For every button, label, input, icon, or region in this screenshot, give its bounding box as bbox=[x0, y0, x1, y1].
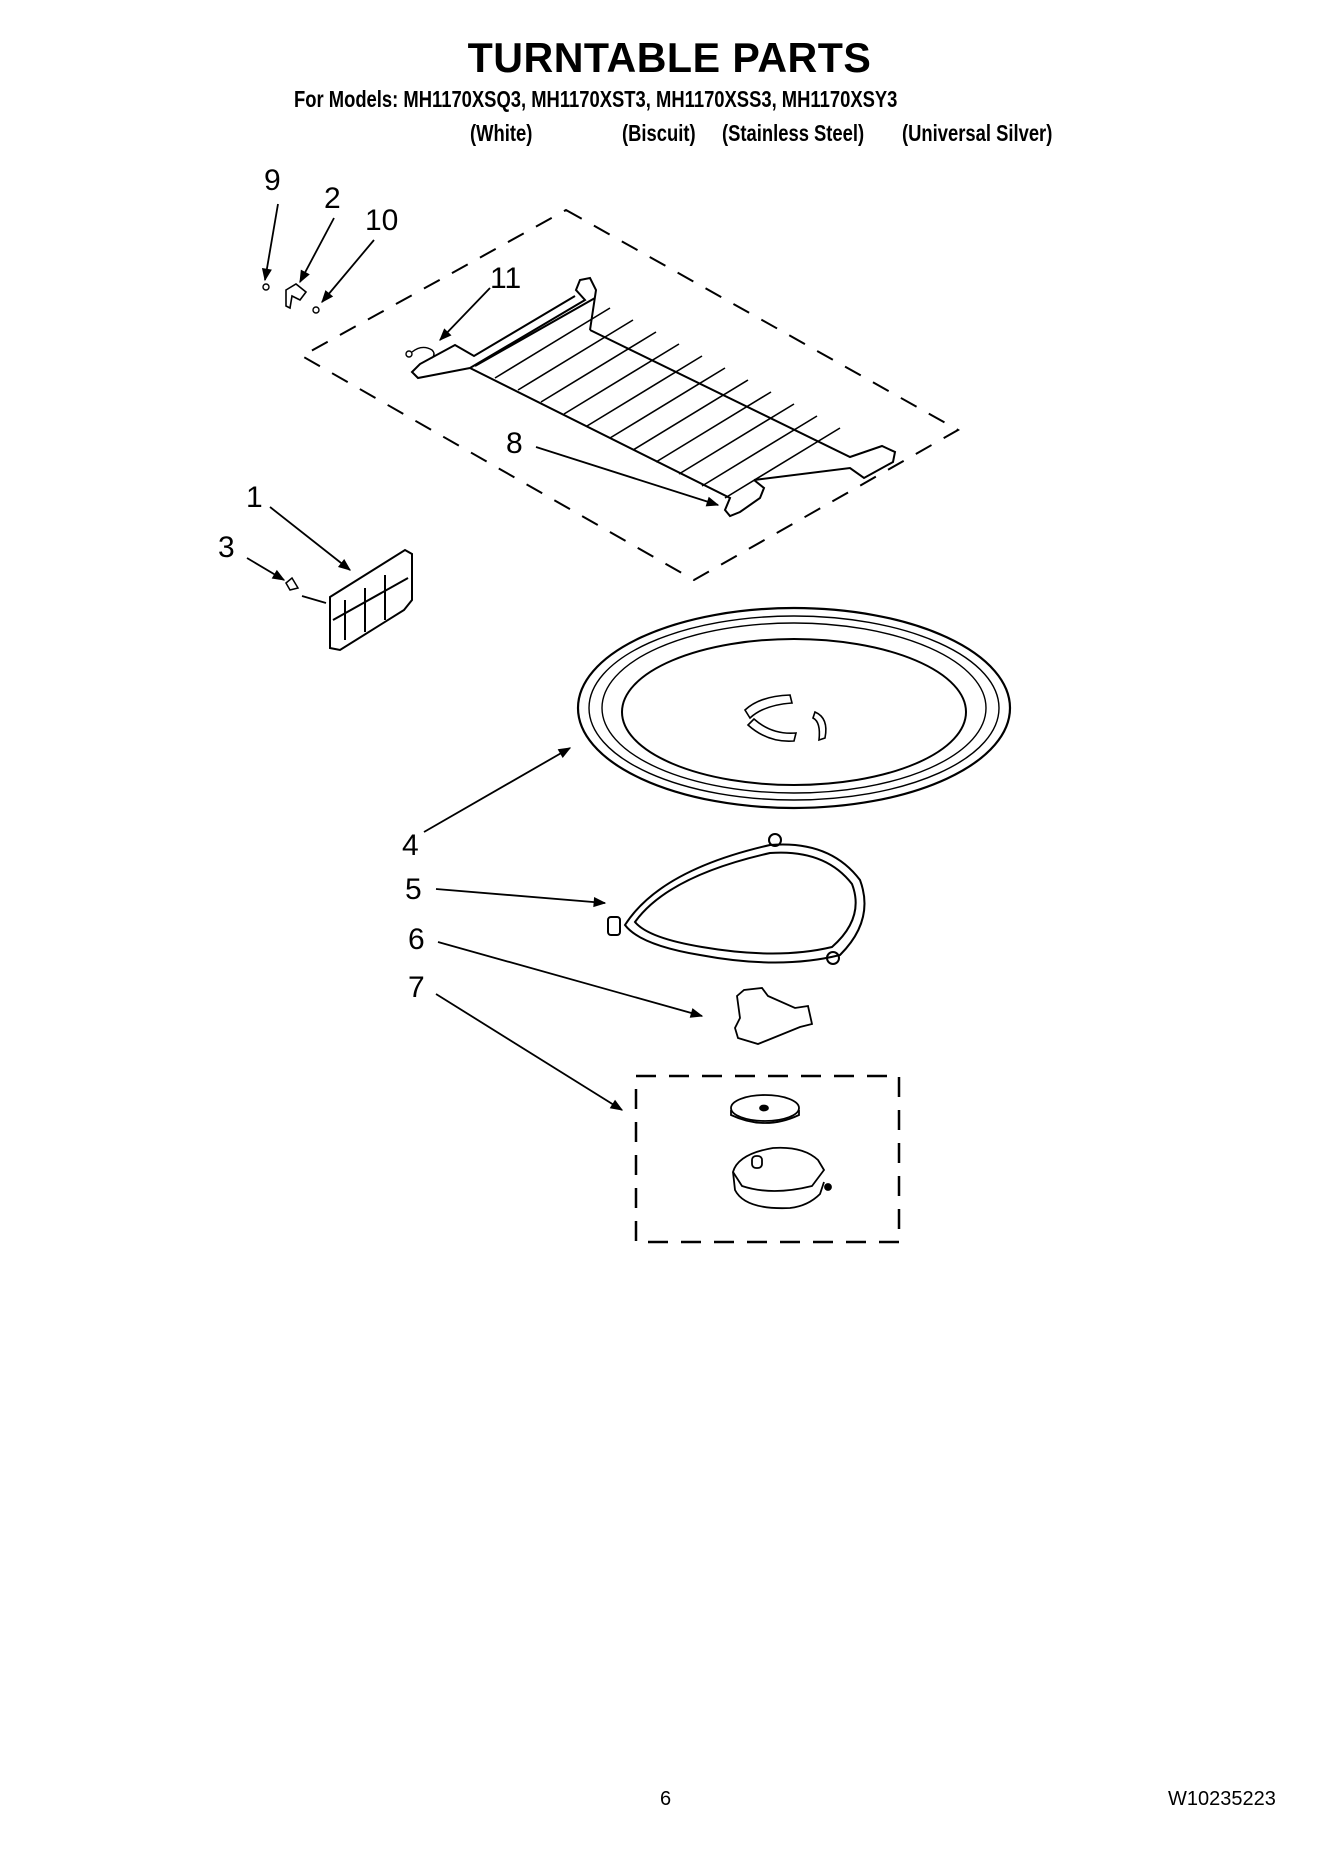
page-number: 6 bbox=[660, 1788, 672, 1810]
part-7-turntable-motor[interactable] bbox=[730, 1094, 832, 1210]
color-biscuit: (Biscuit) bbox=[622, 120, 696, 146]
callout-8: 8 bbox=[506, 427, 523, 460]
part-5-roller-ring[interactable] bbox=[607, 833, 866, 965]
color-stainless-steel: (Stainless Steel) bbox=[722, 120, 865, 146]
part-7-motor-assembly-dashed-outline bbox=[634, 1074, 901, 1244]
callout-4: 4 bbox=[402, 829, 419, 862]
callout-1: 1 bbox=[246, 481, 263, 514]
part-11-clip[interactable] bbox=[405, 346, 435, 359]
part-4-turntable-plate[interactable] bbox=[576, 606, 1012, 810]
callout-9: 9 bbox=[264, 164, 281, 197]
color-universal-silver: (Universal Silver) bbox=[902, 120, 1053, 146]
part-2-bracket[interactable] bbox=[285, 283, 308, 310]
document-number: W10235223 bbox=[1168, 1788, 1276, 1810]
callout-5: 5 bbox=[405, 873, 422, 906]
callout-labels: 9 2 10 11 8 1 3 4 5 6 7 bbox=[218, 164, 523, 1004]
part-9-screw[interactable] bbox=[262, 283, 270, 291]
rack-assembly-dashed-outline bbox=[299, 208, 961, 582]
callout-7: 7 bbox=[408, 971, 425, 1004]
callout-leaders bbox=[246, 203, 720, 1111]
color-white: (White) bbox=[470, 120, 533, 146]
page-title: TURNTABLE PARTS bbox=[467, 34, 872, 81]
callout-10: 10 bbox=[365, 204, 398, 237]
part-1-waveguide-cover[interactable] bbox=[329, 548, 413, 652]
callout-6: 6 bbox=[408, 923, 425, 956]
part-10-screw[interactable] bbox=[312, 306, 320, 314]
callout-11: 11 bbox=[490, 262, 521, 295]
part-8-rack[interactable] bbox=[410, 276, 897, 518]
part-6-coupler[interactable] bbox=[734, 987, 814, 1045]
callout-3: 3 bbox=[218, 531, 235, 564]
models-line: For Models: MH1170XSQ3, MH1170XST3, MH11… bbox=[294, 86, 898, 112]
callout-2: 2 bbox=[324, 182, 341, 215]
part-3-screw[interactable] bbox=[285, 576, 300, 591]
